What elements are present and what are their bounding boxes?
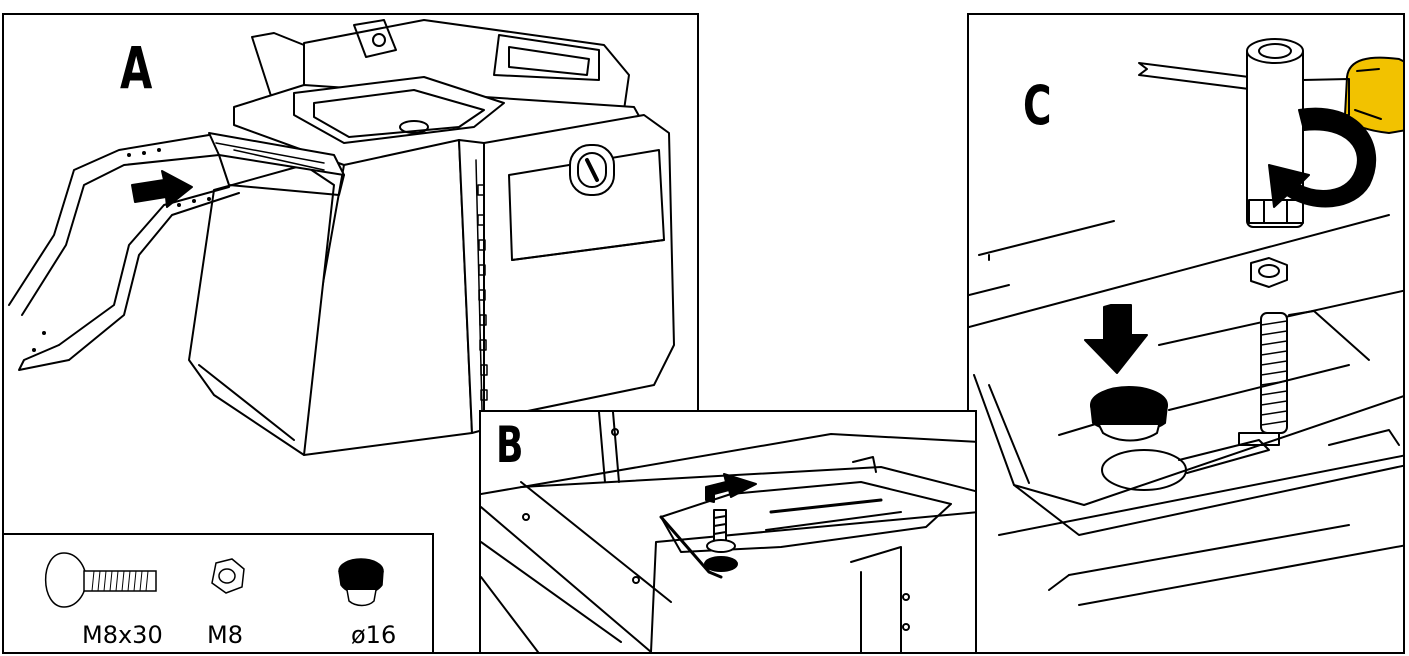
nut-size-label: M8	[207, 621, 243, 649]
step-label-a: A	[120, 34, 153, 102]
arrow-right-icon	[131, 170, 193, 208]
arrow-down-icon	[1084, 304, 1148, 374]
hex-nut-icon	[211, 558, 245, 594]
parts-legend: M8x30 M8 ø16	[2, 533, 434, 654]
arrow-right-icon	[705, 473, 757, 503]
cover-cap-icon	[338, 558, 384, 607]
bolt-size-label: M8x30	[82, 621, 163, 649]
rotate-arrow-icon	[1268, 107, 1377, 208]
step-label-b: B	[496, 416, 524, 474]
carriage-bolt-icon	[44, 552, 157, 608]
step-c-panel: C	[967, 13, 1405, 654]
cap-size-label: ø16	[351, 621, 397, 649]
step-b-illustration	[481, 412, 975, 652]
step-a-panel: A	[2, 13, 699, 654]
step-label-c: C	[1023, 74, 1052, 137]
step-c-illustration	[969, 38, 1403, 606]
step-a-illustration	[8, 19, 675, 456]
step-b-panel: B	[479, 410, 977, 654]
